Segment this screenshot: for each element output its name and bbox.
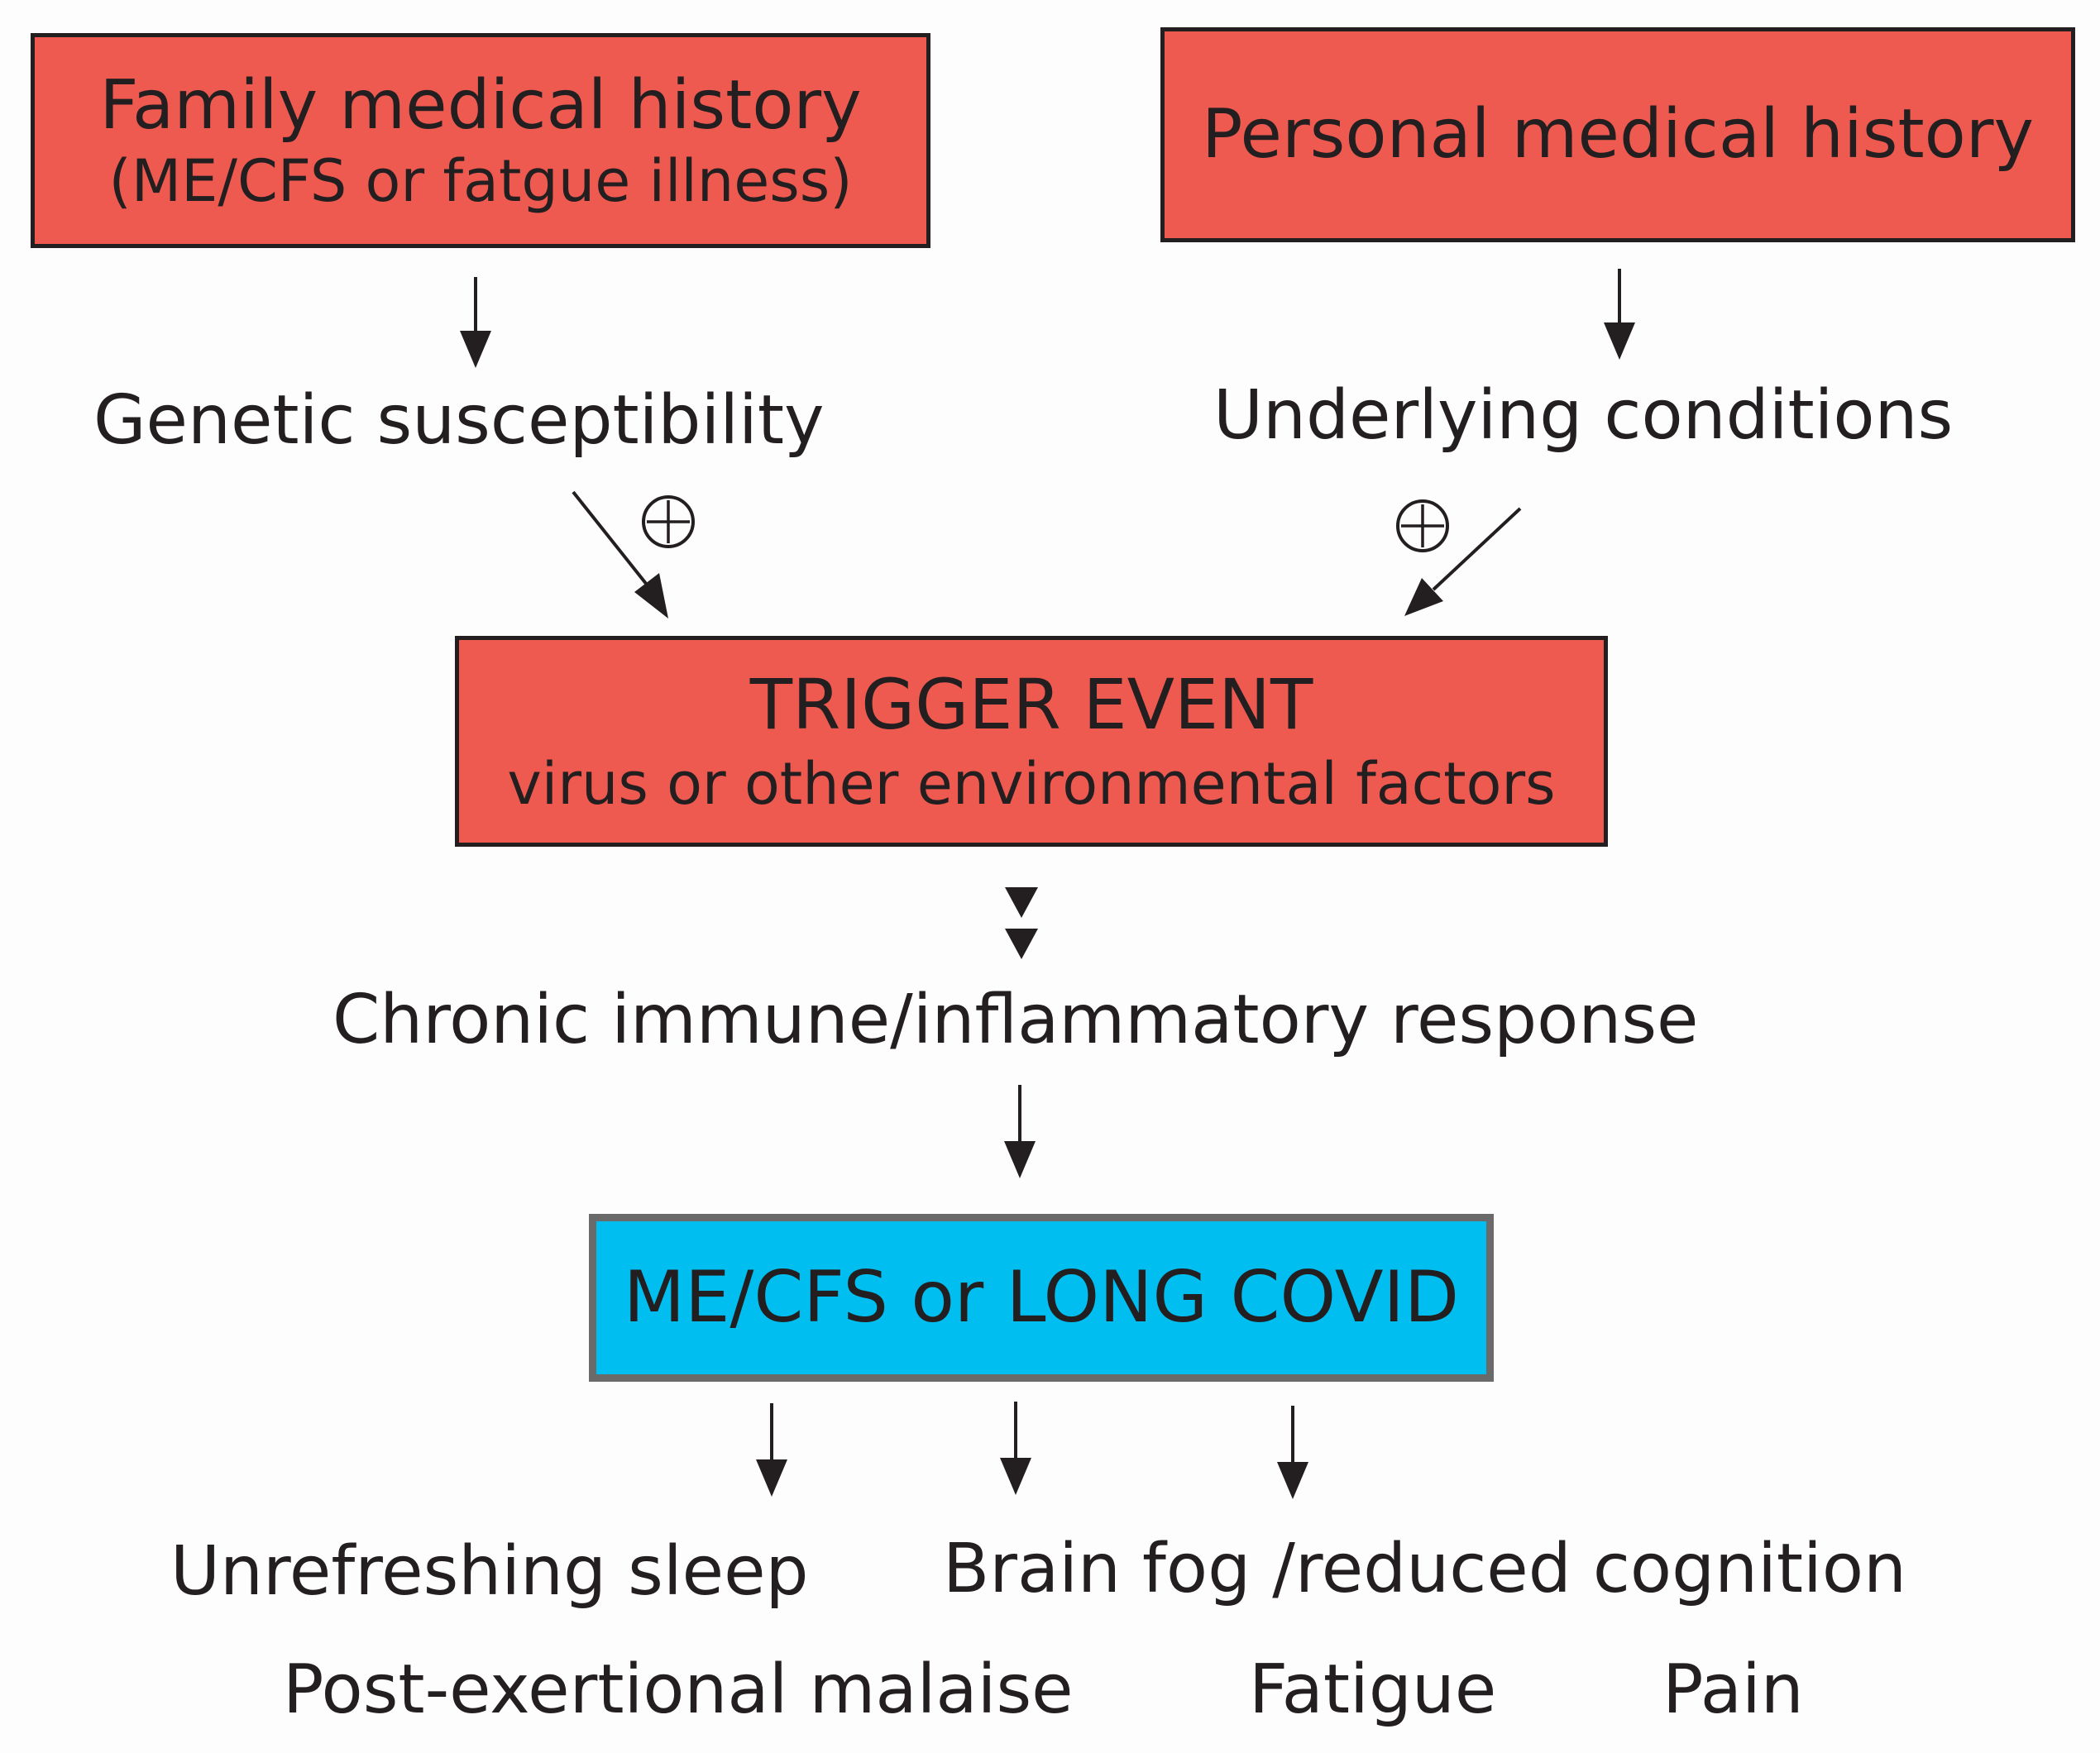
arrow-outcome-to-brain-fog (1000, 1402, 1031, 1495)
me-cfs-long-covid-box: ME/CFS or LONG COVID (589, 1214, 1494, 1382)
arrow-underlying-to-trigger (1404, 507, 1522, 616)
chronic-response-label: Chronic immune/inflammatory response (332, 981, 1699, 1059)
personal-history-title: Personal medical history (1201, 95, 2035, 174)
trigger-event-subtitle: virus or other environmental factors (507, 750, 1556, 819)
arrow-family-to-genetic (460, 277, 491, 368)
underlying-conditions-label: Underlying conditions (1213, 376, 1954, 455)
me-cfs-long-covid-title: ME/CFS or LONG COVID (623, 1256, 1460, 1340)
symptom-unrefreshing-sleep: Unrefreshing sleep (170, 1532, 809, 1611)
arrow-trigger-to-chronic (1005, 887, 1038, 959)
trigger-event-title: TRIGGER EVENT (749, 664, 1313, 746)
personal-history-box: Personal medical history (1160, 27, 2075, 242)
plus-icon-underlying (1396, 499, 1449, 552)
arrow-genetic-to-trigger (572, 490, 668, 619)
genetic-susceptibility-label: Genetic susceptibility (93, 381, 825, 460)
symptom-pain: Pain (1662, 1650, 1804, 1729)
arrow-personal-to-underlying (1604, 269, 1635, 360)
trigger-event-box: TRIGGER EVENT virus or other environment… (455, 636, 1608, 847)
arrow-outcome-to-sleep (756, 1403, 787, 1497)
arrow-chronic-to-outcome (1004, 1085, 1036, 1178)
arrow-outcome-to-fatigue (1277, 1406, 1308, 1499)
family-history-box: Family medical history (ME/CFS or fatgue… (31, 33, 930, 248)
family-history-title: Family medical history (99, 65, 862, 145)
symptom-fatigue: Fatigue (1249, 1650, 1497, 1729)
family-history-subtitle: (ME/CFS or fatgue illness) (108, 146, 853, 215)
plus-icon-genetic (642, 495, 695, 548)
symptom-post-exertional-malaise: Post-exertional malaise (283, 1650, 1074, 1729)
symptom-brain-fog: Brain fog /reduced cognition (943, 1530, 1906, 1608)
